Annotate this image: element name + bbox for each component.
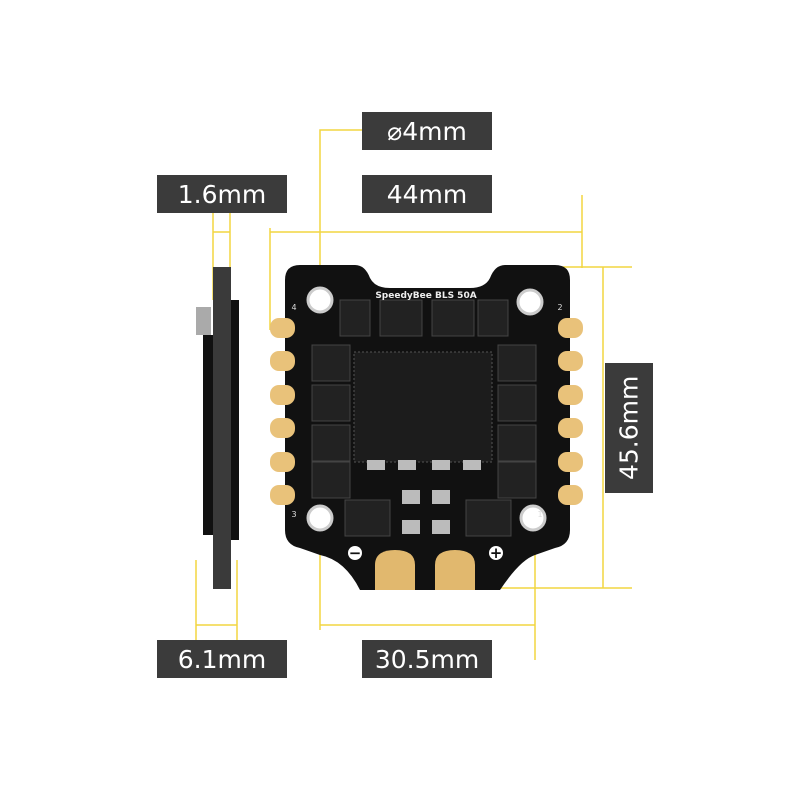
- product-label: SpeedyBee BLS 50A: [375, 291, 476, 301]
- height-label: 45.6mm: [605, 363, 653, 493]
- power-pads: [375, 550, 475, 590]
- thickness-label: 1.6mm: [157, 175, 287, 213]
- motor-pads: [270, 318, 583, 505]
- width-label: 44mm: [362, 175, 492, 213]
- hole-number-1: 1: [537, 510, 542, 519]
- plus-pad-label: +: [490, 544, 503, 562]
- hole-number-4: 4: [291, 303, 296, 312]
- side-height-label: 6.1mm: [157, 640, 287, 678]
- mount-hole-label: ⌀4mm: [362, 112, 492, 150]
- esc-board: SpeedyBee BLS 50A − + 1 2 3 4: [270, 265, 583, 590]
- hole-number-2: 2: [557, 303, 562, 312]
- minus-pad-label: −: [349, 544, 362, 562]
- hole-number-3: 3: [291, 510, 296, 519]
- side-view: [196, 267, 239, 589]
- hole-spacing-label: 30.5mm: [362, 640, 492, 678]
